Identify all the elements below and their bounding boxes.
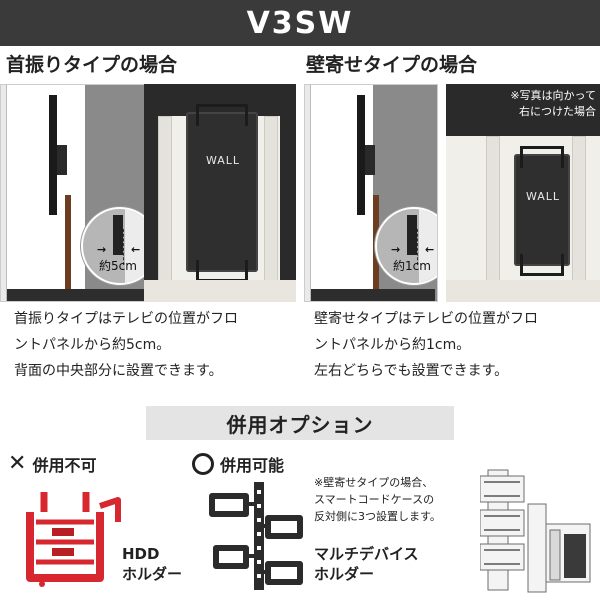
banner-title: V3SW [246, 5, 354, 41]
wall-logo: WALL [526, 190, 561, 203]
arrow-left-icon: ← [425, 243, 435, 256]
zoom-detail-circle: → ← 約5cm [81, 207, 149, 285]
tv-panel [49, 95, 57, 215]
device-holder: WALL [186, 104, 258, 282]
tv-bracket [57, 145, 67, 175]
photo-note: ※写真は向かって 右につけた場合 [510, 89, 596, 118]
hdd-holder-name: HDD ホルダー [122, 545, 183, 583]
arrow-right-icon: → [391, 243, 401, 256]
distance-label: 約1cm [393, 259, 431, 273]
stand-base [7, 289, 147, 301]
wall-side-diagram: → ← 約1cm [304, 84, 438, 302]
option-title: 併用オプション [226, 412, 374, 437]
arrow-left-icon: ← [131, 243, 141, 256]
option-section-bar: 併用オプション [146, 406, 454, 440]
hdd-holder-image [26, 492, 121, 587]
circle-icon [192, 453, 214, 475]
swivel-side-diagram: → ← 約5cm [0, 84, 150, 302]
arrow-right-icon: → [97, 243, 107, 256]
tv-bracket [365, 145, 375, 175]
compatible-label: 併用可能 [192, 452, 284, 476]
rack-post [486, 136, 500, 302]
rack-post [158, 116, 172, 302]
front-panel-edge [1, 85, 7, 301]
stand-base [311, 289, 435, 301]
wall-logo: WALL [206, 154, 241, 167]
cross-icon: ✕ [8, 451, 27, 476]
wall-description: 壁寄せタイプはテレビの位置がフロ ントパネルから約1cm。 左右どちらでも設置で… [314, 311, 538, 379]
device-holder: WALL [514, 146, 570, 276]
distance-label: 約5cm [99, 259, 137, 273]
rack-installation-illustration [480, 469, 591, 593]
zoom-detail-circle: → ← 約1cm [375, 207, 437, 285]
front-panel-edge [305, 85, 311, 301]
multi-holder-name: マルチデバイス ホルダー [314, 545, 419, 583]
multi-device-holder-image [209, 482, 303, 590]
not-compatible-label: ✕ 併用不可 [8, 451, 97, 476]
swivel-description: 首振りタイプはテレビの位置がフロ ントパネルから約5cm。 背面の中央部分に設置… [14, 311, 238, 379]
rack-post [264, 116, 278, 302]
heading-wall-type: 壁寄せタイプの場合 [306, 54, 478, 76]
side-note: ※壁寄せタイプの場合、 スマートコードケースの 反対側に3つ設置します。 [314, 476, 441, 523]
rack-post [572, 136, 586, 302]
stand-pole [65, 195, 71, 295]
tv-panel [357, 95, 365, 215]
wall-rear-photo: ※写真は向かって 右につけた場合 WALL [446, 84, 600, 302]
heading-swivel-type: 首振りタイプの場合 [6, 54, 178, 76]
title-banner: V3SW [0, 0, 600, 46]
swivel-rear-photo: WALL [144, 84, 296, 302]
